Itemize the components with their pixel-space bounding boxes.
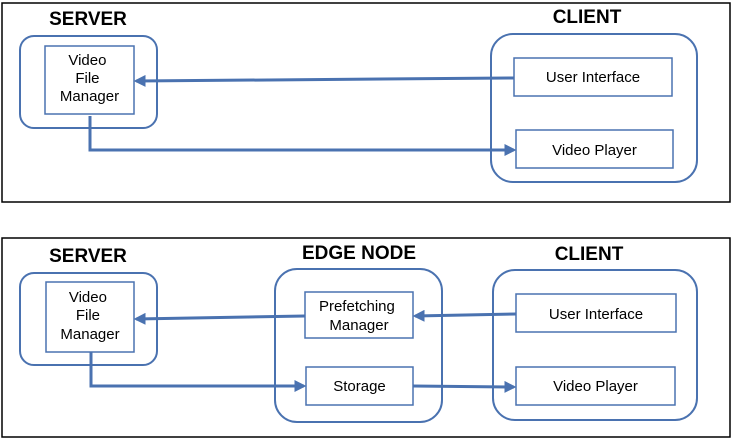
bottom-client-group: CLIENT User Interface Video Player [492, 244, 698, 421]
top-user-interface-box [513, 57, 673, 97]
top-client-group: CLIENT User Interface Video Player [490, 7, 698, 183]
bottom-video-player-box [515, 366, 676, 406]
bottom-arrow-storage-to-player [412, 380, 517, 393]
bottom-prefetching-manager-box [304, 291, 414, 339]
bottom-server-group: SERVER Video File Manager [19, 246, 158, 366]
top-server-title: SERVER [49, 9, 127, 30]
bottom-video-player-label: Video Player [553, 378, 638, 395]
bottom-panel: SERVER Video File Manager EDGE NODE Pref… [1, 237, 731, 438]
bottom-client-title: CLIENT [555, 244, 624, 265]
bottom-server-title: SERVER [49, 246, 127, 267]
bottom-arrow-ui-to-prefetch [412, 309, 517, 322]
bottom-prefetching-manager-label: Prefetching Manager [319, 298, 399, 334]
top-client-title: CLIENT [553, 7, 622, 28]
bottom-arrow-server-to-storage [89, 352, 307, 392]
top-video-file-manager-label: Video File Manager [60, 52, 119, 105]
bottom-user-interface-label: User Interface [549, 306, 643, 323]
top-panel: SERVER Video File Manager CLIENT User In… [1, 2, 731, 203]
bottom-video-file-manager-label: Video File Manager [60, 289, 119, 343]
bottom-user-interface-box [515, 293, 677, 333]
bottom-edge-node-group: EDGE NODE Prefetching Manager Storage [274, 243, 443, 423]
top-user-interface-label: User Interface [546, 69, 640, 86]
bottom-arrow-prefetch-to-server [133, 312, 306, 325]
bottom-edge-node-title: EDGE NODE [302, 243, 416, 264]
top-arrow-ui-to-server [133, 74, 515, 87]
top-arrow-server-to-player [88, 116, 517, 156]
bottom-storage-label: Storage [333, 378, 386, 395]
top-video-player-label: Video Player [552, 142, 637, 159]
